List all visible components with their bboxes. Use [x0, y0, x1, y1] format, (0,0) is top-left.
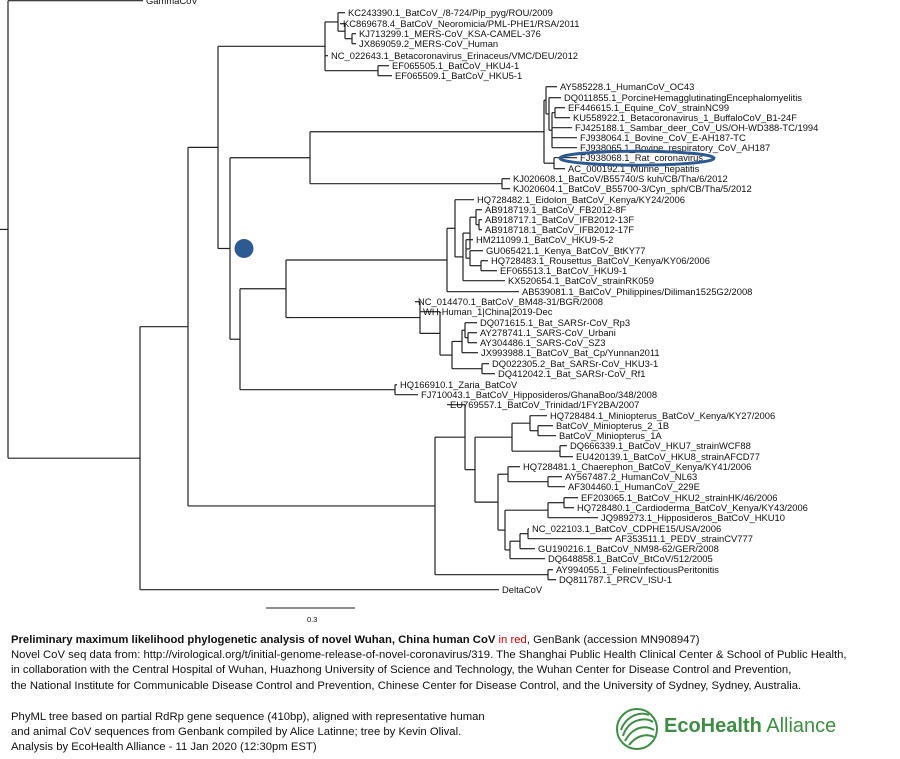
figure-caption: Preliminary maximum likelihood phylogene…	[11, 633, 899, 694]
caption-line-3: in collaboration with the Central Hospit…	[11, 664, 792, 677]
leaf-label-gamma: GammaCoV	[146, 0, 198, 6]
leaf-label-l56: DQ811787.1_PRCV_ISU-1	[559, 574, 672, 585]
rat-coronavirus-oval	[558, 149, 716, 167]
leaf-label-l36: DQ412042.1_Bat_SARSr-CoV_Rf1	[498, 368, 645, 379]
caption-title: Preliminary maximum likelihood phylogene…	[11, 634, 496, 646]
leaf-label-l33: AY304486.1_SARS-CoV_SZ3	[480, 337, 605, 348]
leaf-label-l41: BatCoV_Miniopterus_2_1B	[556, 420, 669, 431]
leaf-label-l17: KJ020608.1_BatCoV/B55740/S kuh/CB/Tha/6/…	[513, 173, 728, 184]
leaf-label-l53: GU190216.1_BatCoV_NM98-62/GER/2008	[538, 543, 719, 554]
logo-brand-bold: EcoHealth	[664, 715, 762, 737]
leaf-label-l47: AF304460.1_HumanCoV_229E	[568, 481, 700, 492]
leaf-label-l14: FJ938065.1_Bovine_respiratory_CoV_AH187	[580, 142, 770, 153]
caption-title-tail: , GenBank (accession MN908947)	[526, 634, 700, 646]
leaf-label-l7: EF065509.1_BatCoV_HKU5-1	[395, 70, 522, 81]
tree-leaf-labels: GammaCoV KC243390.1_BatCoV_/8-724/Pip_pyg…	[146, 0, 818, 595]
scale-bar: 0.3	[266, 607, 355, 624]
methods-line-1: PhyML tree based on partial RdRp gene se…	[11, 711, 485, 723]
leaf-label-l13: FJ938064.1_Bovine_CoV_E-AH187-TC	[580, 132, 746, 143]
leaf-label-l37: HQ166910.1_Zaria_BatCoV	[400, 379, 518, 390]
leaf-label-delta: DeltaCoV	[502, 584, 543, 595]
leaf-label-l42: BatCoV_Miniopterus_1A	[559, 430, 662, 441]
leaf-label-l38: FJ710043.1_BatCoV_Hipposideros/GhanaBoo/…	[421, 389, 657, 400]
leaf-label-l39: EU769557.1_BatCoV_Trinidad/1FY2BA/2007	[450, 399, 639, 410]
logo-brand-rest: Alliance	[761, 715, 837, 737]
leaf-label-l45: HQ728481.1_Chaerephon_BatCoV_Kenya/KY41/…	[523, 461, 751, 472]
leaf-label-l28: AB539081.1_BatCoV_Philippines/Diliman152…	[522, 286, 752, 297]
logo-wordmark: EcoHealth Alliance	[664, 715, 836, 738]
leaf-label-l52: AF353511.1_PEDV_strainCV777	[615, 533, 753, 544]
leaf-label-l30: WH-Human_1|China|2019-Dec	[423, 306, 553, 317]
methods-line-3: Analysis by EcoHealth Alliance - 11 Jan …	[11, 741, 317, 754]
leaf-label-l32: AY278741.1_SARS-CoV_Urbani	[480, 327, 616, 338]
leaf-label-l11: KU558922.1_Betacoronavirus_1_BuffaloCoV_…	[573, 112, 797, 123]
leaf-label-l22: AB918718.1_BatCoV_IFB2012-17F	[485, 224, 634, 235]
leaf-label-l9: DQ011855.1_PorcineHemagglutinatingEnceph…	[564, 92, 802, 103]
leaf-label-l23: HM211099.1_BatCoV_HKU9-5-2	[476, 234, 613, 245]
methods-note: PhyML tree based on partial RdRp gene se…	[11, 710, 571, 756]
leaf-label-l4: JX869059.2_MERS-CoV_Human	[359, 38, 498, 49]
leaf-label-l34: JX993988.1_BatCoV_Bat_Cp/Yunnan2011	[481, 347, 660, 358]
leaf-label-l25: HQ728483.1_Rousettus_BatCoV_Kenya/KY06/2…	[491, 255, 710, 266]
caption-line-2: Novel CoV seq data from: http://virologi…	[11, 649, 847, 662]
leaf-label-l24: GU065421.1_Kenya_BatCoV_BtKY77	[486, 245, 646, 256]
leaf-label-l8: AY585228.1_HumanCoV_OC43	[560, 81, 694, 92]
leaf-label-l2: KC869678.4_BatCoV_Neoromicia/PML-PHE1/RS…	[343, 18, 579, 29]
ecohealth-alliance-logo: EcoHealth Alliance	[612, 705, 897, 755]
leaf-label-l40: HQ728484.1_Miniopterus_BatCoV_Kenya/KY27…	[550, 410, 775, 421]
tree-annotations	[234, 149, 716, 258]
leaf-label-l5: NC_022643.1_Betacoronavirus_Erinaceus/VM…	[331, 50, 578, 61]
tree-branches	[0, 0, 612, 591]
leaf-label-l50: JQ989273.1_Hipposideros_BatCoV_HKU10	[601, 512, 785, 523]
methods-line-2: and animal CoV sequences from Genbank co…	[11, 726, 462, 739]
leaf-label-l26: EF065513.1_BatCoV_HKU9-1	[500, 265, 627, 276]
leaf-label-l44: EU420139.1_BatCoV_HKU8_strainAFCD77	[576, 451, 760, 462]
leaf-label-l29: NC_014470.1_BatCoV_BM48-31/BGR/2008	[418, 296, 603, 307]
leaf-label-l51: NC_022103.1_BatCoV_CDPHE15/USA/2006	[532, 523, 721, 534]
leaf-label-l43: DQ666339.1_BatCoV_HKU7_strainWCF88	[570, 440, 751, 451]
scale-bar-label: 0.3	[307, 615, 317, 624]
leaf-label-l54: DQ648858.1_BatCoV_BtCoV/512/2005	[548, 553, 713, 564]
phylogenetic-tree: GammaCoV KC243390.1_BatCoV_/8-724/Pip_pyg…	[0, 0, 818, 624]
highlighted-node-dot	[234, 238, 254, 258]
leaf-label-l12: FJ425188.1_Sambar_deer_CoV_US/OH-WD388-T…	[575, 122, 818, 133]
leaf-label-l16: AC_000192.1_Murine_hepatitis	[568, 163, 700, 174]
leaf-label-l15: FJ938068.1_Rat_coronavirus	[580, 152, 703, 163]
leaf-label-l1: KC243390.1_BatCoV_/8-724/Pip_pyg/ROU/200…	[348, 7, 553, 18]
leaf-label-l6: EF065505.1_BatCoV_HKU4-1	[392, 60, 519, 71]
leaf-label-l27: KX520654.1_BatCoV_strainRK059	[508, 275, 654, 286]
leaf-label-l19: HQ728482.1_Eidolon_BatCoV_Kenya/KY24/200…	[477, 194, 685, 205]
leaf-label-l35: DQ022305.2_Bat_SARSr-CoV_HKU3-1	[492, 358, 658, 369]
leaf-label-l20: AB918719.1_BatCoV_FB2012-8F	[485, 204, 627, 215]
leaf-label-l49: HQ728480.1_Cardioderma_BatCoV_Kenya/KY43…	[577, 502, 808, 513]
leaf-label-l55: AY994055.1_FelineInfectiousPeritonitis	[556, 564, 719, 575]
caption-line-4: the National Institute for Communicable …	[11, 679, 802, 692]
leaf-label-l31: DQ071615.1_Bat_SARSr-CoV_Rp3	[480, 317, 630, 328]
leaf-label-l46: AY567487.2_HumanCoV_NL63	[565, 471, 697, 482]
caption-title-red: in red	[495, 634, 527, 646]
caption-line-1: Preliminary maximum likelihood phylogene…	[11, 633, 899, 648]
leaf-label-l21: AB918717.1_BatCoV_IFB2012-13F	[485, 214, 634, 225]
leaf-swirl-icon	[616, 708, 658, 750]
leaf-label-l3: KJ713299.1_MERS-CoV_KSA-CAMEL-376	[359, 28, 541, 39]
leaf-label-l10: EF446615.1_Equine_CoV_strainNC99	[568, 102, 729, 113]
leaf-label-l48: EF203065.1_BatCoV_HKU2_strainHK/46/2006	[581, 492, 777, 503]
leaf-label-l18: KJ020604.1_BatCoV_B55700-3/Cyn_sph/CB/Th…	[513, 183, 752, 194]
